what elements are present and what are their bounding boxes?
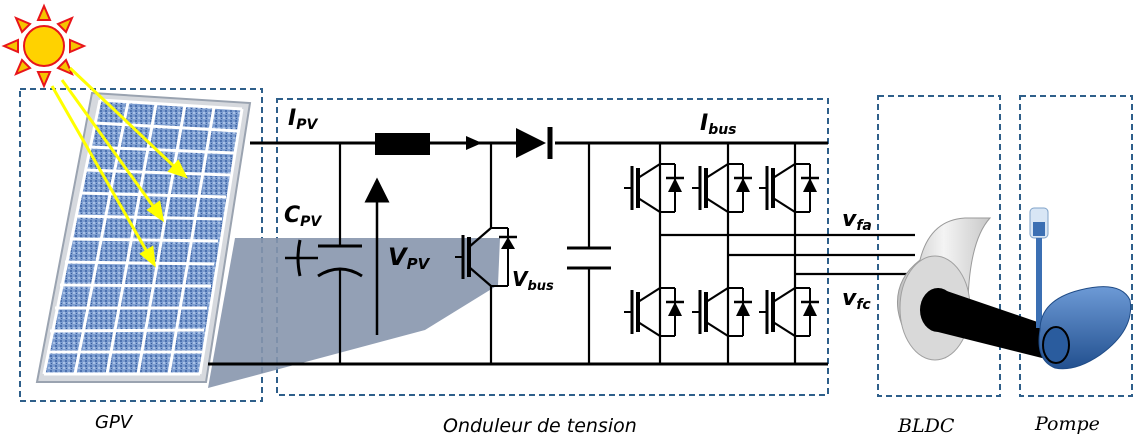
sun-icon	[1, 3, 87, 89]
switch-low-b	[692, 287, 752, 337]
label-ibus: Ibus	[700, 111, 737, 138]
diode	[516, 127, 553, 159]
label-vfa: vfa	[842, 207, 872, 234]
inductor	[375, 133, 430, 155]
switch-low-c	[759, 287, 819, 337]
bldc-motor-icon	[896, 217, 1055, 361]
inverter-bridge	[624, 163, 819, 337]
caption-onduleur: Onduleur de tension	[443, 415, 637, 437]
switch-high-c	[759, 163, 819, 213]
caption-gpv: GPV	[95, 412, 134, 433]
light-beams	[50, 66, 188, 268]
caption-bldc: BLDC	[897, 415, 955, 437]
pompe-block-frame	[1019, 95, 1133, 397]
label-vpv: VPV	[388, 243, 431, 273]
switch-low-a	[624, 287, 684, 337]
switch-high-a	[624, 163, 684, 213]
panel-shadow	[208, 238, 500, 388]
circuit-wiring	[208, 141, 915, 366]
vbus-capacitor	[567, 246, 611, 270]
label-ipv: IPV	[288, 106, 318, 133]
current-arrow-icon	[466, 136, 482, 150]
label-vfc: vfc	[842, 286, 871, 313]
label-cpv: CPV	[284, 203, 322, 230]
caption-pompe: Pompe	[1034, 413, 1100, 435]
switch-high-b	[692, 163, 752, 213]
label-vbus: Vbus	[512, 267, 554, 294]
pump-icon	[1029, 207, 1132, 370]
bldc-block-frame	[877, 95, 1001, 397]
solar-panel	[35, 91, 252, 383]
cpv-capacitor	[285, 239, 363, 278]
boost-igbt	[455, 227, 517, 287]
gpv-block-frame	[19, 88, 263, 402]
